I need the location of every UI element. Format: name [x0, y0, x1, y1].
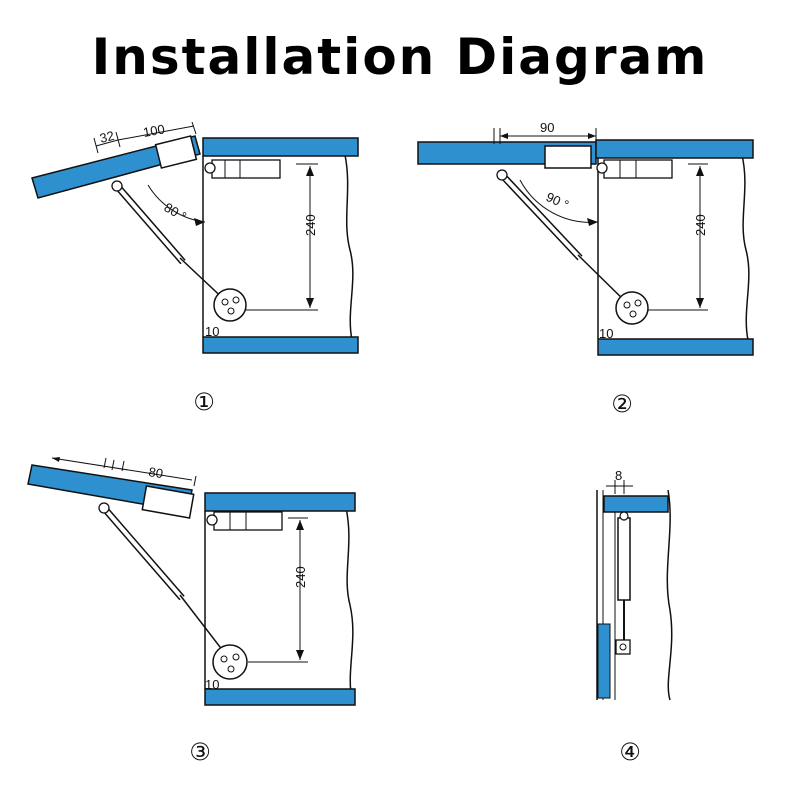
- top-board: [595, 139, 754, 159]
- dim-gap-10: 10: [205, 677, 219, 692]
- dim-height-240: 240: [693, 214, 708, 236]
- panel-1: 240 80 ° 32 100 10 ①: [31, 121, 359, 416]
- dim-height-240: 240: [303, 214, 318, 236]
- dim-width-90: 90: [540, 120, 554, 135]
- top-board: [204, 492, 356, 512]
- dim-gap-10: 10: [599, 326, 613, 341]
- dim-width-80: 80: [148, 464, 165, 481]
- dim-gap-8: 8: [615, 468, 622, 483]
- bottom-board: [202, 336, 359, 354]
- panel-3: 240 80 10 ③: [27, 457, 356, 766]
- dim-gap-10: 10: [205, 324, 219, 339]
- dim-height-240: 240: [293, 566, 308, 588]
- dim-offset-32: 32: [98, 128, 116, 146]
- mount-plate: [213, 288, 247, 322]
- dim-angle-90: 90 °: [544, 189, 571, 212]
- mount-plate: [615, 291, 649, 325]
- bottom-board: [204, 688, 356, 706]
- step-number-1: ①: [193, 388, 215, 416]
- step-number-2: ②: [611, 390, 633, 418]
- bottom-board: [597, 338, 754, 356]
- mount-plate: [212, 644, 248, 680]
- top-board: [202, 137, 359, 157]
- dim-width-100: 100: [142, 121, 166, 140]
- dim-angle-80: 80 °: [162, 200, 190, 225]
- panel-4: 8 ④: [596, 468, 673, 766]
- step-number-3: ③: [189, 738, 211, 766]
- door-panel: [597, 623, 611, 699]
- panel-2: 240 90 ° 90 10 ②: [417, 120, 754, 418]
- step-number-4: ④: [619, 738, 641, 766]
- top-board: [603, 495, 669, 513]
- page-title: Installation Diagram: [91, 28, 709, 86]
